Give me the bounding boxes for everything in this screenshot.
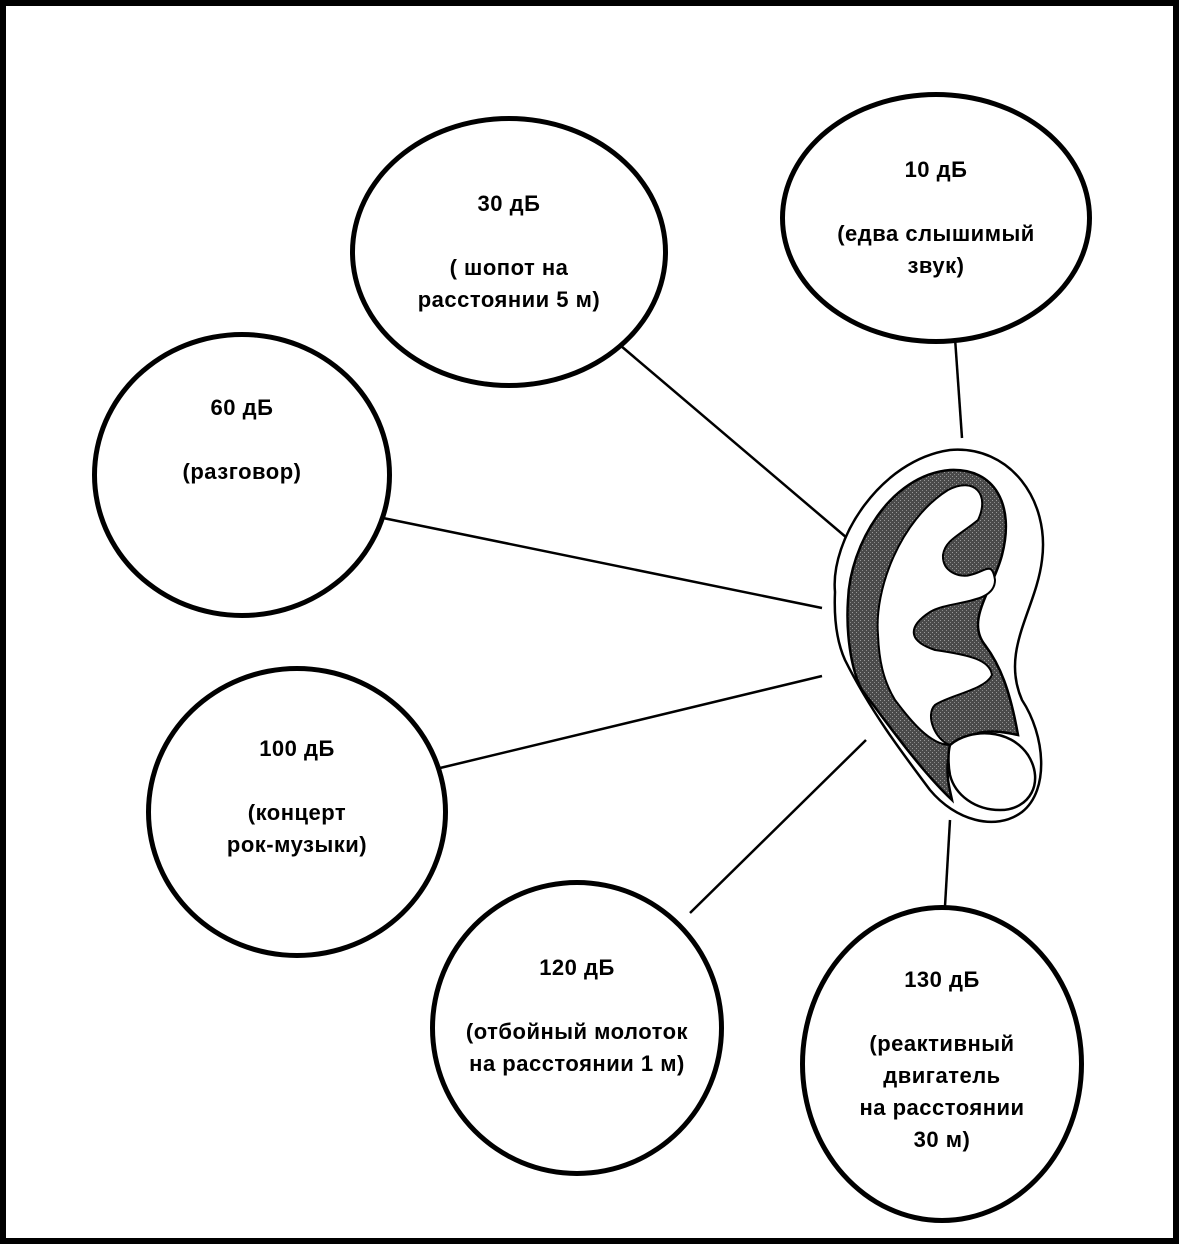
ear-icon (833, 448, 1045, 824)
bubble-120db-text: 120 дБ (отбойный молоток на расстоянии 1… (466, 920, 688, 1112)
bubble-60db-text: 60 дБ (разговор) (183, 360, 302, 520)
bubble-30db-text: 30 дБ ( шопот на расстоянии 5 м) (418, 156, 601, 348)
level-100db-caption: (концерт рок-музыки) (226, 800, 368, 857)
level-130db-value: 130 дБ (904, 967, 980, 992)
level-10db-caption: (едва слышимый звук) (837, 221, 1035, 278)
level-10db-value: 10 дБ (904, 157, 968, 182)
level-30db-value: 30 дБ (477, 191, 541, 216)
connector-100db (439, 674, 823, 770)
bubble-120db: 120 дБ (отбойный молоток на расстоянии 1… (430, 880, 724, 1176)
bubble-100db: 100 дБ (концерт рок-музыки) (146, 666, 448, 958)
connector-lines (382, 337, 964, 959)
level-120db-caption: (отбойный молоток на расстоянии 1 м) (465, 1019, 689, 1076)
bubble-100db-text: 100 дБ (концерт рок-музыки) (227, 701, 367, 893)
connector-120db (689, 739, 867, 914)
connector-10db (953, 337, 964, 439)
level-120db-value: 120 дБ (539, 955, 615, 980)
level-30db-caption: ( шопот на расстоянии 5 м) (417, 255, 601, 312)
bubble-60db: 60 дБ (разговор) (92, 332, 392, 618)
level-100db-value: 100 дБ (259, 736, 335, 761)
ear-lobe (947, 732, 1037, 812)
bubble-130db-text: 130 дБ (реактивный двигатель на расстоян… (859, 932, 1024, 1188)
bubble-130db: 130 дБ (реактивный двигатель на расстоян… (800, 905, 1084, 1223)
level-60db-caption: (разговор) (182, 459, 302, 484)
connector-60db (382, 516, 823, 610)
connector-30db (613, 339, 848, 539)
bubble-10db-text: 10 дБ (едва слышимый звук) (837, 122, 1035, 314)
level-130db-caption: (реактивный двигатель на расстоянии 30 м… (859, 1031, 1025, 1152)
ear-helix (846, 468, 1020, 804)
bubble-30db: 30 дБ ( шопот на расстоянии 5 м) (350, 116, 668, 388)
bubble-10db: 10 дБ (едва слышимый звук) (780, 92, 1092, 344)
level-60db-value: 60 дБ (210, 395, 274, 420)
